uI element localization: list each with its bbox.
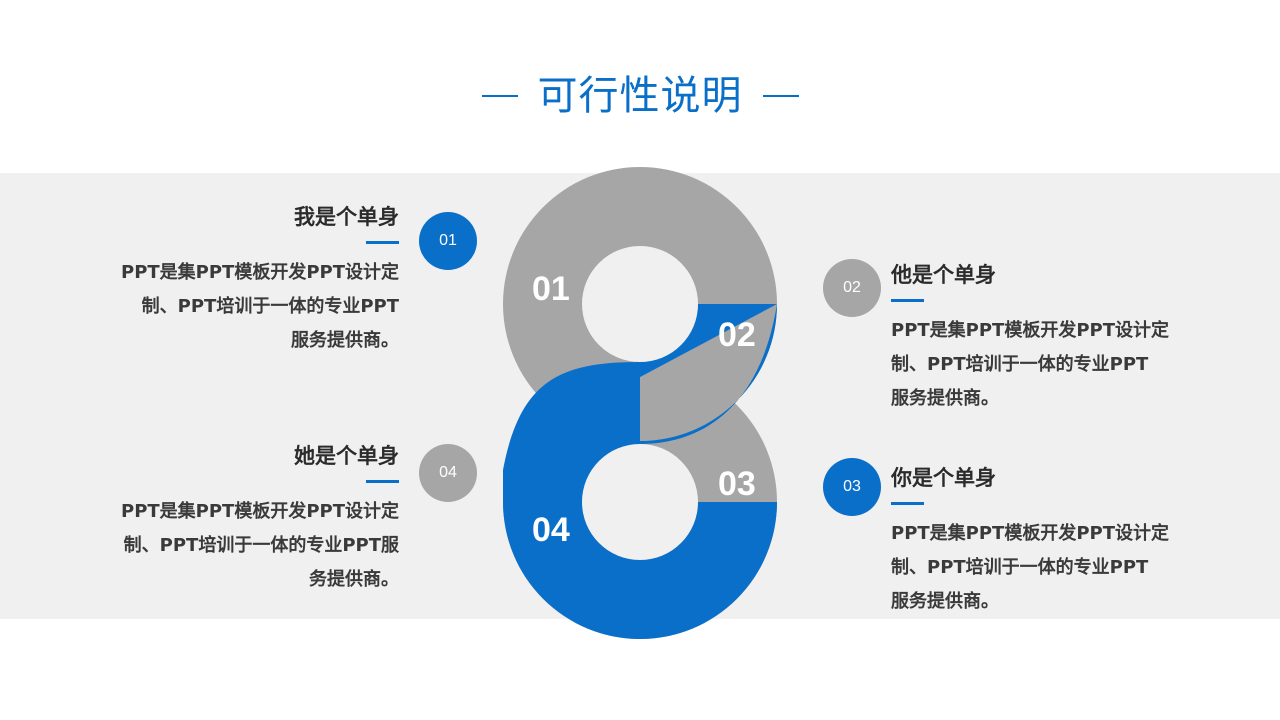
title-right-dash	[762, 95, 799, 97]
item-01-heading: 我是个单身	[294, 205, 399, 229]
item-01-body-line: 服务提供商。	[291, 330, 399, 351]
slide-title-group: 可行性说明	[0, 68, 1280, 124]
ring-label-01: 01	[532, 270, 570, 308]
item-01-accent-line	[366, 241, 399, 244]
item-01-block: 我是个单身 PPT是集PPT模板开发PPT设计定 制、PPT培训于一体的专业PP…	[79, 202, 399, 358]
ring-label-03: 03	[718, 465, 756, 503]
slide-title: 可行性说明	[537, 73, 743, 119]
item-02-body-line: PPT是集PPT模板开发PPT设计定	[891, 320, 1169, 341]
lower-ring-hole	[582, 444, 698, 560]
item-03-accent-line	[891, 502, 924, 505]
item-04-body-line: 制、PPT培训于一体的专业PPT服	[123, 535, 399, 556]
item-03-body-line: 服务提供商。	[891, 591, 999, 612]
item-02-body-line: 制、PPT培训于一体的专业PPT	[891, 354, 1149, 375]
ring-label-04: 04	[532, 511, 570, 549]
item-04-accent-line	[366, 480, 399, 483]
item-02-block: 他是个单身 PPT是集PPT模板开发PPT设计定 制、PPT培训于一体的专业PP…	[891, 260, 1221, 416]
badge-01: 01	[419, 212, 477, 270]
item-04-body: PPT是集PPT模板开发PPT设计定 制、PPT培训于一体的专业PPT服 务提供…	[79, 495, 399, 597]
item-02-body-line: 服务提供商。	[891, 388, 999, 409]
item-04-body-line: 务提供商。	[309, 569, 399, 590]
segment-02-blue-band	[503, 304, 777, 502]
item-02-body: PPT是集PPT模板开发PPT设计定 制、PPT培训于一体的专业PPT 服务提供…	[891, 314, 1221, 416]
item-03-body-line: PPT是集PPT模板开发PPT设计定	[891, 523, 1169, 544]
ring-label-02: 02	[718, 316, 756, 354]
item-04-heading: 她是个单身	[294, 444, 399, 468]
item-04-body-line: PPT是集PPT模板开发PPT设计定	[121, 501, 399, 522]
item-01-body-line: PPT是集PPT模板开发PPT设计定	[121, 262, 399, 283]
item-03-body-line: 制、PPT培训于一体的专业PPT	[891, 557, 1149, 578]
item-01-body: PPT是集PPT模板开发PPT设计定 制、PPT培训于一体的专业PPT 服务提供…	[79, 256, 399, 358]
item-03-block: 你是个单身 PPT是集PPT模板开发PPT设计定 制、PPT培训于一体的专业PP…	[891, 463, 1221, 619]
badge-03: 03	[823, 458, 881, 516]
item-03-body: PPT是集PPT模板开发PPT设计定 制、PPT培训于一体的专业PPT 服务提供…	[891, 517, 1221, 619]
badge-02: 02	[823, 259, 881, 317]
item-02-heading: 他是个单身	[891, 263, 996, 287]
upper-ring-hole	[582, 246, 698, 362]
item-01-body-line: 制、PPT培训于一体的专业PPT	[141, 296, 399, 317]
badge-04: 04	[419, 444, 477, 502]
item-02-accent-line	[891, 299, 924, 302]
item-04-block: 她是个单身 PPT是集PPT模板开发PPT设计定 制、PPT培训于一体的专业PP…	[79, 441, 399, 597]
item-03-heading: 你是个单身	[891, 466, 996, 490]
title-left-dash	[481, 95, 518, 97]
